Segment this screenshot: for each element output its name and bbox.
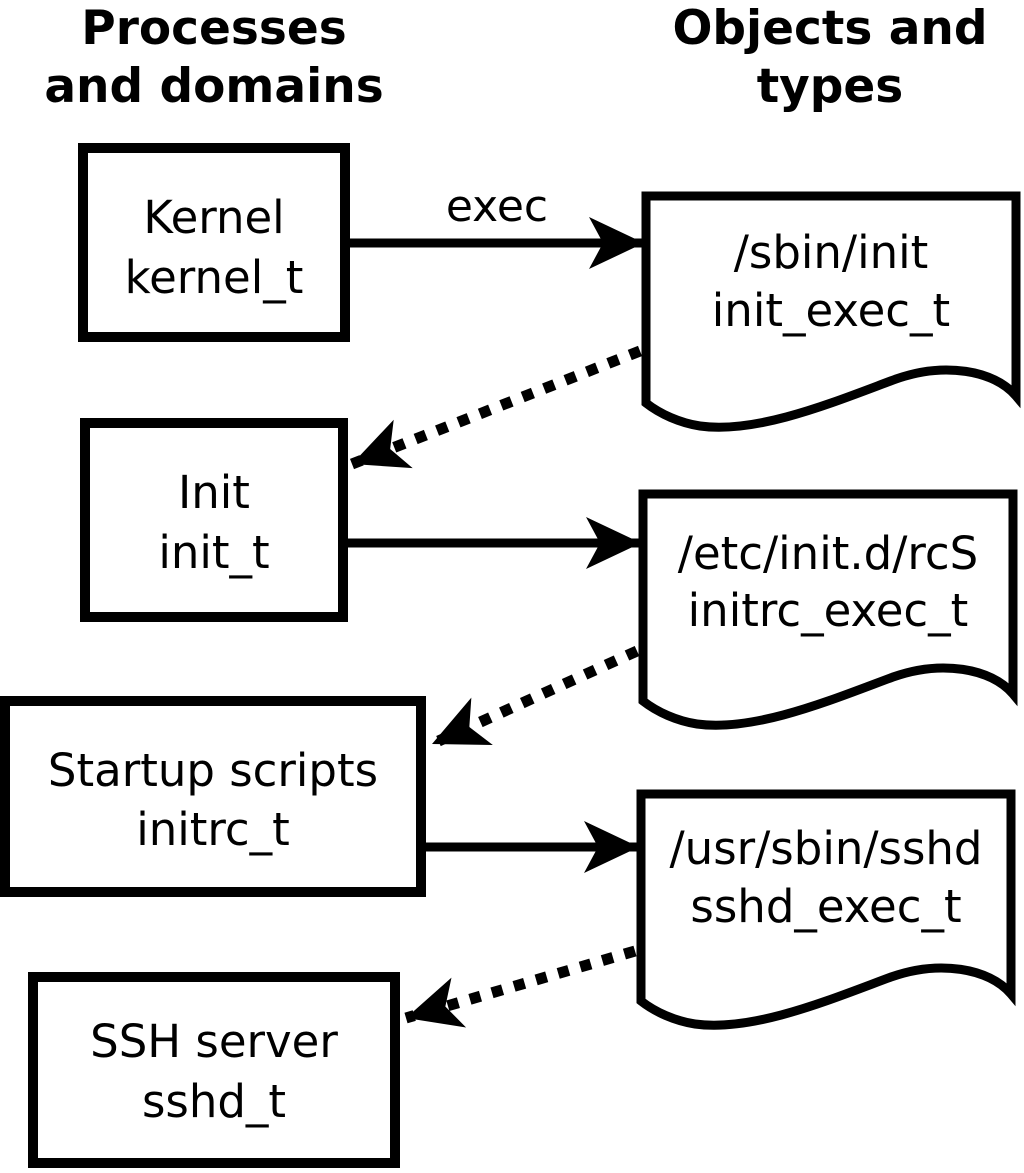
process-ssh-server-label: SSH server bbox=[90, 1015, 338, 1068]
object-etc-initd-rcS-path: /etc/init.d/rcS bbox=[678, 527, 978, 580]
column-title-objects-line2: types bbox=[757, 59, 904, 114]
process-node-kernel: Kernel kernel_t bbox=[78, 143, 350, 342]
process-startup-scripts-label: Startup scripts bbox=[48, 744, 378, 797]
process-box-ssh-server bbox=[28, 972, 400, 1168]
process-kernel-domain: kernel_t bbox=[125, 251, 304, 304]
object-usr-sbin-sshd-type: sshd_exec_t bbox=[690, 880, 961, 933]
object-node-usr-sbin-sshd: /usr/sbin/sshd sshd_exec_t bbox=[636, 789, 1016, 1030]
column-title-processes: Processes and domains bbox=[44, 1, 383, 114]
object-doc-usr-sbin-sshd bbox=[636, 789, 1016, 1030]
column-title-processes-line2: and domains bbox=[44, 59, 383, 114]
object-sbin-init-type: init_exec_t bbox=[712, 284, 950, 337]
process-node-ssh-server: SSH server sshd_t bbox=[28, 972, 400, 1168]
exec-arrows: exec bbox=[343, 181, 644, 873]
object-sbin-init-path: /sbin/init bbox=[734, 226, 929, 279]
transition-arrow-sshd-exec-to-sshd-t bbox=[404, 945, 637, 1028]
exec-arrow-label: exec bbox=[446, 181, 548, 232]
process-startup-scripts-domain: initrc_t bbox=[136, 803, 290, 856]
process-kernel-label: Kernel bbox=[143, 191, 284, 244]
process-box-kernel bbox=[78, 143, 350, 342]
process-init-label: Init bbox=[178, 466, 250, 519]
object-etc-initd-rcS-type: initrc_exec_t bbox=[688, 584, 969, 637]
process-node-init: Init init_t bbox=[80, 418, 348, 622]
column-title-objects-line1: Objects and bbox=[672, 1, 987, 56]
transition-arrow-init-exec-to-init-t bbox=[349, 345, 643, 470]
process-ssh-server-domain: sshd_t bbox=[142, 1075, 286, 1128]
object-node-sbin-init: /sbin/init init_exec_t bbox=[641, 191, 1021, 432]
object-node-etc-initd-rcS: /etc/init.d/rcS initrc_exec_t bbox=[638, 489, 1018, 730]
object-doc-etc-initd-rcS bbox=[638, 489, 1018, 730]
transition-arrows bbox=[349, 345, 643, 1028]
object-usr-sbin-sshd-path: /usr/sbin/sshd bbox=[670, 822, 983, 875]
process-box-startup-scripts bbox=[0, 696, 426, 897]
process-node-startup-scripts: Startup scripts initrc_t bbox=[0, 696, 426, 897]
process-box-init bbox=[80, 418, 348, 622]
process-init-domain: init_t bbox=[158, 526, 269, 579]
transition-arrow-initrc-exec-to-initrc-t bbox=[429, 645, 640, 750]
column-title-objects: Objects and types bbox=[672, 1, 987, 114]
object-doc-sbin-init bbox=[641, 191, 1021, 432]
column-title-processes-line1: Processes bbox=[81, 1, 346, 56]
